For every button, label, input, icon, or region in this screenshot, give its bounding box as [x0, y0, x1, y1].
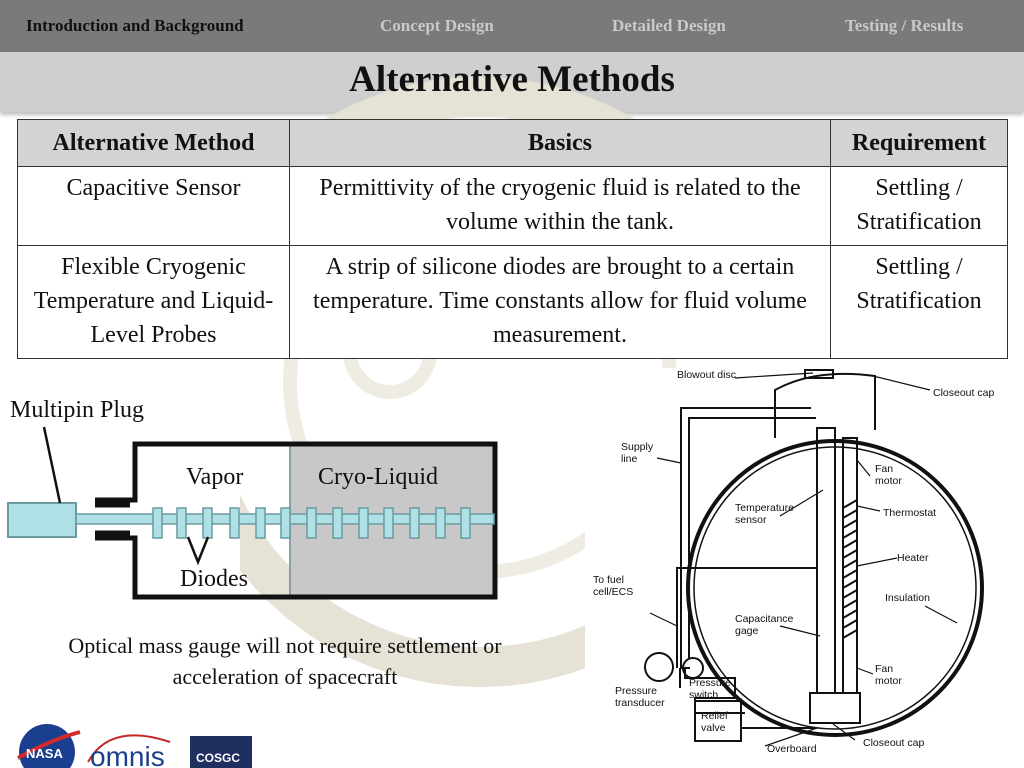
fan-motor-bottom-label-2: motor: [875, 675, 902, 687]
fan-motor-bottom-label: Fan: [875, 663, 893, 675]
table-row: Flexible Cryogenic Temperature and Liqui…: [17, 245, 1008, 359]
diagram-caption: Optical mass gauge will not require sett…: [68, 633, 502, 689]
nav-tab-detailed-design[interactable]: Detailed Design: [612, 16, 726, 35]
to-fuel-cell-label-2: cell/ECS: [593, 586, 633, 598]
diode-probe-diagram: Multipin Plug Vapor Cryo-Liquid Diodes: [7, 397, 498, 600]
section-nav-bar: Introduction and Background Concept Desi…: [0, 0, 1024, 52]
column-header-requirement: Requirement: [830, 119, 1008, 167]
to-fuel-cell-label: To fuel: [593, 574, 624, 586]
svg-text:NASA: NASA: [26, 746, 63, 761]
thermostat-label: Thermostat: [883, 507, 936, 519]
basics-cell: Permittivity of the cryogenic fluid is r…: [289, 166, 831, 246]
diode-array: [152, 507, 471, 539]
overboard-label: Overboard: [767, 743, 817, 755]
alternative-methods-table: Alternative Method Basics Requirement Ca…: [17, 119, 1008, 359]
svg-text:omnis: omnis: [90, 741, 165, 768]
temperature-sensor-label-2: sensor: [735, 514, 767, 526]
svg-text:COSGC: COSGC: [196, 751, 240, 765]
diodes-label: Diodes: [180, 566, 248, 592]
omnis-logo: omnis: [87, 734, 171, 768]
column-header-basics: Basics: [289, 119, 831, 167]
requirement-cell: Settling / Stratification: [830, 166, 1008, 246]
diodes-leader-line: [186, 536, 210, 566]
table-header-row: Alternative Method Basics Requirement: [17, 119, 1008, 167]
housing-neck: [95, 502, 130, 536]
multipin-plug-label: Multipin Plug: [10, 397, 144, 423]
relief-valve-label-2: valve: [701, 722, 726, 734]
column-header-method: Alternative Method: [17, 119, 290, 167]
pressure-switch-label-2: switch: [689, 689, 718, 701]
insulation-label: Insulation: [885, 592, 930, 604]
sponsor-logos: NASA omnis COSGC: [17, 724, 252, 768]
nav-tab-testing-results[interactable]: Testing / Results: [845, 16, 964, 35]
temperature-sensor-label: Temperature: [735, 502, 794, 514]
nav-tab-concept-design[interactable]: Concept Design: [380, 16, 494, 35]
nasa-logo: NASA: [17, 724, 81, 768]
method-cell: Flexible Cryogenic Temperature and Liqui…: [17, 245, 290, 359]
fan-motor-top-label: Fan: [875, 463, 893, 475]
closeout-cap-top-label: Closeout cap: [933, 387, 994, 399]
multipin-plug-connector: [7, 502, 77, 538]
heater-label: Heater: [897, 552, 929, 564]
relief-valve-label: Relief: [701, 710, 728, 722]
vapor-label: Vapor: [186, 464, 243, 490]
nav-tab-introduction[interactable]: Introduction and Background: [26, 16, 244, 35]
fan-motor-top-label-2: motor: [875, 475, 902, 487]
pressure-transducer-label: Pressure: [615, 685, 657, 697]
blowout-disc-label: Blowout disc: [677, 369, 736, 381]
capacitance-gage-label: Capacitance: [735, 613, 794, 625]
slide-title: Alternative Methods: [349, 59, 675, 100]
basics-cell: A strip of silicone diodes are brought t…: [289, 245, 831, 359]
pressure-switch-label: Pressure: [689, 677, 731, 689]
requirement-cell: Settling / Stratification: [830, 245, 1008, 359]
table-row: Capacitive Sensor Permittivity of the cr…: [17, 166, 1008, 246]
plug-leader-line: [42, 426, 62, 504]
capacitance-gage-label-2: gage: [735, 625, 759, 637]
probe-housing: [95, 441, 498, 600]
supply-line-label-2: line: [621, 453, 638, 465]
closeout-cap-bottom-label: Closeout cap: [863, 737, 924, 749]
cosgc-logo: COSGC: [190, 736, 252, 768]
cryogenic-tank-figure: Blowout disc Closeout cap Supply line Fa…: [585, 368, 1024, 768]
cryo-liquid-label: Cryo-Liquid: [318, 464, 438, 490]
pressure-transducer-label-2: transducer: [615, 697, 665, 709]
supply-line-label: Supply: [621, 441, 654, 453]
method-cell: Capacitive Sensor: [17, 166, 290, 246]
